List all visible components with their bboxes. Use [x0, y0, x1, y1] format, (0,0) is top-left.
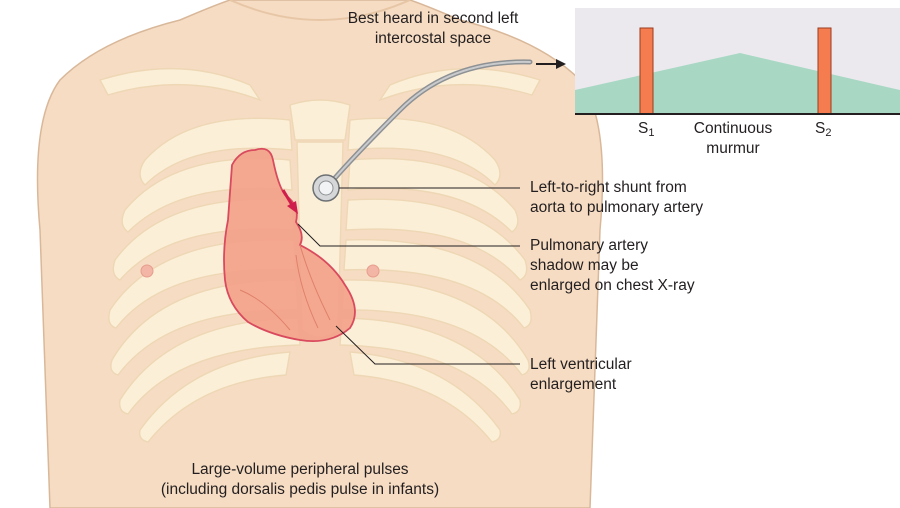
s2-label-sub: 2 [825, 127, 831, 139]
s2-label: S2 [815, 119, 831, 140]
s1-bar [640, 28, 653, 114]
annotation-pulmonary-line3: enlarged on chest X-ray [530, 276, 695, 296]
auscultation-note-line1: Best heard in second left [328, 9, 538, 29]
footer-caption-line1: Large-volume peripheral pulses [90, 460, 510, 480]
s1-label-base: S [638, 120, 648, 137]
stethoscope-diaphragm [319, 181, 333, 195]
annotation-shunt-line1: Left-to-right shunt from [530, 178, 703, 198]
annotation-pulmonary-line2: shadow may be [530, 256, 695, 276]
auscultation-note: Best heard in second left intercostal sp… [328, 9, 538, 49]
murmur-label-line1: Continuous [678, 119, 788, 139]
murmur-label: Continuous murmur [678, 119, 788, 159]
annotation-shunt-line2: aorta to pulmonary artery [530, 198, 703, 218]
auscultation-note-line2: intercostal space [328, 29, 538, 49]
annotation-shunt: Left-to-right shunt from aorta to pulmon… [530, 178, 703, 218]
s2-bar [818, 28, 831, 114]
footer-caption: Large-volume peripheral pulses (includin… [90, 460, 510, 500]
annotation-pulmonary-line1: Pulmonary artery [530, 236, 695, 256]
s1-label: S1 [638, 119, 654, 140]
annotation-ventricle: Left ventricular enlargement [530, 355, 632, 395]
phonocardiogram [575, 8, 900, 114]
nipple-right [367, 265, 379, 277]
s1-label-sub: 1 [648, 127, 654, 139]
nipple-left [141, 265, 153, 277]
annotation-ventricle-line1: Left ventricular [530, 355, 632, 375]
s2-label-base: S [815, 120, 825, 137]
annotation-ventricle-line2: enlargement [530, 375, 632, 395]
murmur-label-line2: murmur [678, 139, 788, 159]
footer-caption-line2: (including dorsalis pedis pulse in infan… [90, 480, 510, 500]
annotation-pulmonary: Pulmonary artery shadow may be enlarged … [530, 236, 695, 296]
